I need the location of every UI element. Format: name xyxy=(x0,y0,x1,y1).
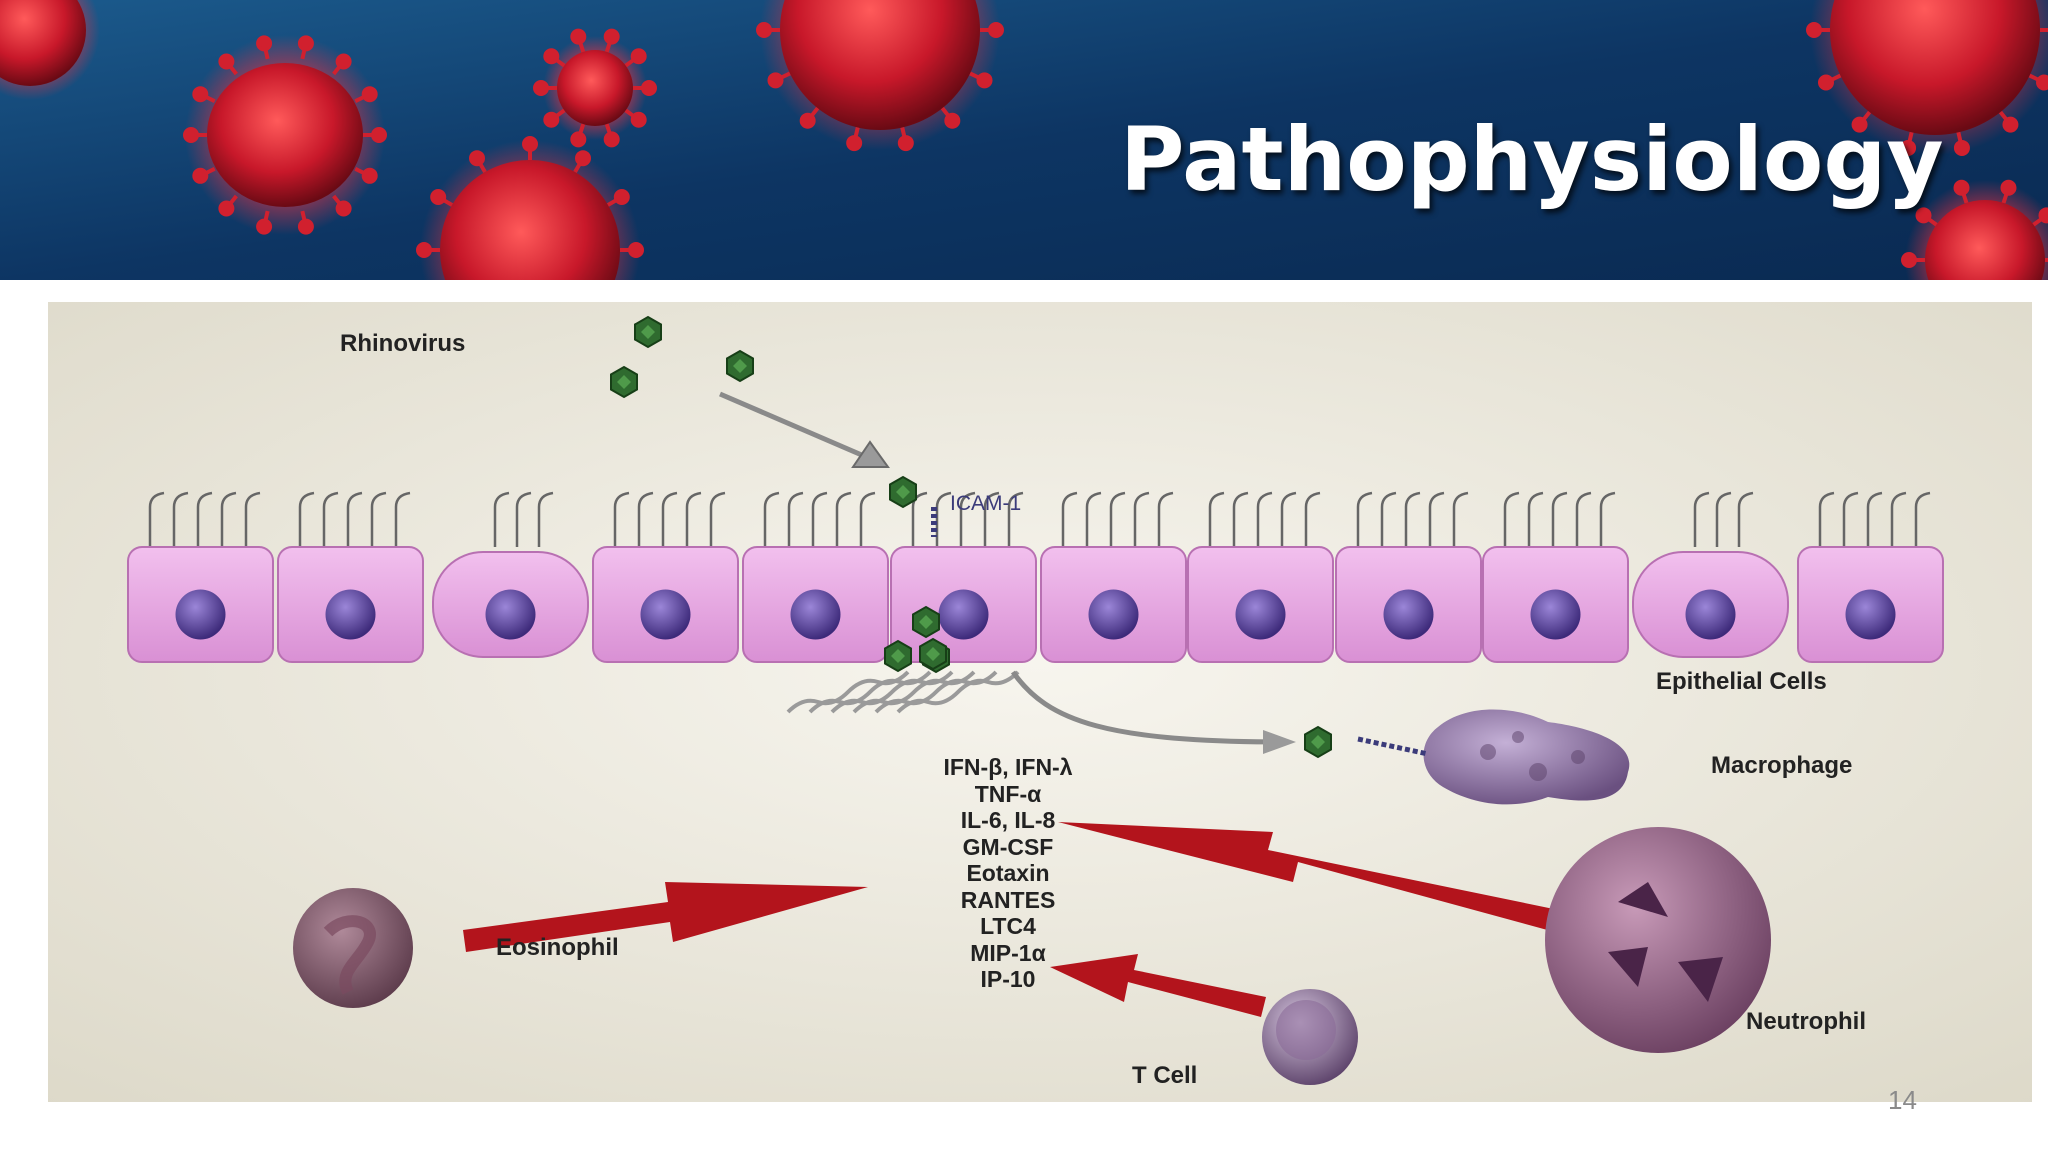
rhinovirus-label: Rhinovirus xyxy=(340,330,466,357)
virus-particle-icon xyxy=(1905,180,2048,280)
rhinovirus-particle-icon xyxy=(726,349,754,383)
virus-particle-icon xyxy=(760,0,1000,150)
virus-particle-icon xyxy=(185,35,385,235)
epithelial-cells-label: Epithelial Cells xyxy=(1656,668,1827,695)
nucleus xyxy=(1845,589,1896,640)
nucleus xyxy=(938,589,989,640)
epithelial-cell xyxy=(592,546,739,663)
virus-particle-icon xyxy=(1810,0,2048,155)
neutrophil-cell xyxy=(1545,827,1771,1053)
nucleus xyxy=(640,589,691,640)
mediator-item: RANTES xyxy=(960,886,1056,913)
epithelial-cell xyxy=(432,551,589,658)
cilia xyxy=(1693,491,1754,547)
rhinovirus-particle-icon xyxy=(919,637,947,671)
cilia xyxy=(1208,491,1321,547)
nucleus xyxy=(325,589,376,640)
neutrophil-label: Neutrophil xyxy=(1746,1008,1866,1035)
epithelial-cell xyxy=(1040,546,1187,663)
mediator-item: IP-10 xyxy=(980,966,1036,992)
macrophage-cell xyxy=(1357,709,1630,805)
eosinophil-cell xyxy=(293,888,413,1008)
nucleus xyxy=(1685,589,1736,640)
rhinovirus-particle-icon xyxy=(889,475,917,509)
header-banner xyxy=(0,0,2048,280)
t-cell-label: T Cell xyxy=(1132,1062,1198,1089)
nucleus xyxy=(1383,589,1434,640)
virus-particle-icon xyxy=(420,140,640,280)
mediator-item: IL-6, IL-8 xyxy=(960,807,1056,833)
macrophage-label: Macrophage xyxy=(1711,752,1853,779)
epithelial-cell xyxy=(1335,546,1482,663)
mediator-item: IFN-β, IFN-λ xyxy=(943,754,1073,780)
epithelial-cell xyxy=(277,546,424,663)
rhinovirus-particle-icon xyxy=(634,315,662,349)
epithelial-cell xyxy=(1187,546,1334,663)
cilia xyxy=(148,491,261,547)
tcell-arrow xyxy=(1050,954,1266,1017)
virus-particle-icon xyxy=(0,0,100,100)
epithelial-cell xyxy=(1482,546,1629,663)
eosinophil-label: Eosinophil xyxy=(496,934,619,961)
pathophysiology-diagram: Rhinovirus ICAM-1 Epithelial Cells Macro… xyxy=(48,302,2032,1102)
nucleus xyxy=(1530,589,1581,640)
nucleus xyxy=(790,589,841,640)
mediator-item: LTC4 xyxy=(980,913,1036,939)
icam-1-label: ICAM-1 xyxy=(950,492,1022,515)
epithelial-cell xyxy=(742,546,889,663)
cilia xyxy=(1503,491,1616,547)
cilia xyxy=(763,491,876,547)
cilia xyxy=(613,491,726,547)
rhinovirus-particle-icon xyxy=(912,605,940,639)
mediator-item: Eotaxin xyxy=(966,860,1050,886)
cilia xyxy=(1061,491,1174,547)
virus-entry-arrow xyxy=(719,391,890,468)
rhinovirus-particle-icon xyxy=(610,365,638,399)
epithelial-cell xyxy=(890,546,1037,663)
nucleus xyxy=(1235,589,1286,640)
epithelial-cell xyxy=(1797,546,1944,663)
cilia xyxy=(1818,491,1931,547)
epithelial-cell xyxy=(127,546,274,663)
neutrophil-arrow xyxy=(1058,822,1578,937)
mediator-item: GM-CSF xyxy=(962,833,1054,860)
nucleus xyxy=(1088,589,1139,640)
macrophage-arrow xyxy=(1010,670,1289,745)
macrophage-arrowhead xyxy=(1263,730,1296,754)
virus-particle-icon xyxy=(543,36,647,140)
cytokine-release-waves xyxy=(786,670,1020,714)
t-cell xyxy=(1262,989,1358,1085)
mediator-item: TNF-α xyxy=(974,780,1042,807)
nucleus xyxy=(175,589,226,640)
cilia xyxy=(298,491,411,547)
cilia xyxy=(1356,491,1469,547)
virus-banner-image xyxy=(0,0,2048,280)
cilia xyxy=(493,491,554,547)
slide-title: Pathophysiology xyxy=(1120,108,1944,211)
eosinophil-arrow xyxy=(463,882,868,952)
rhinovirus-particle-icon xyxy=(1304,725,1332,759)
mediator-item: MIP-1α xyxy=(970,939,1046,966)
page-number: 14 xyxy=(1888,1085,1917,1115)
rhinovirus-particle-icon xyxy=(884,639,912,673)
nucleus xyxy=(485,589,536,640)
epithelial-cell xyxy=(1632,551,1789,658)
